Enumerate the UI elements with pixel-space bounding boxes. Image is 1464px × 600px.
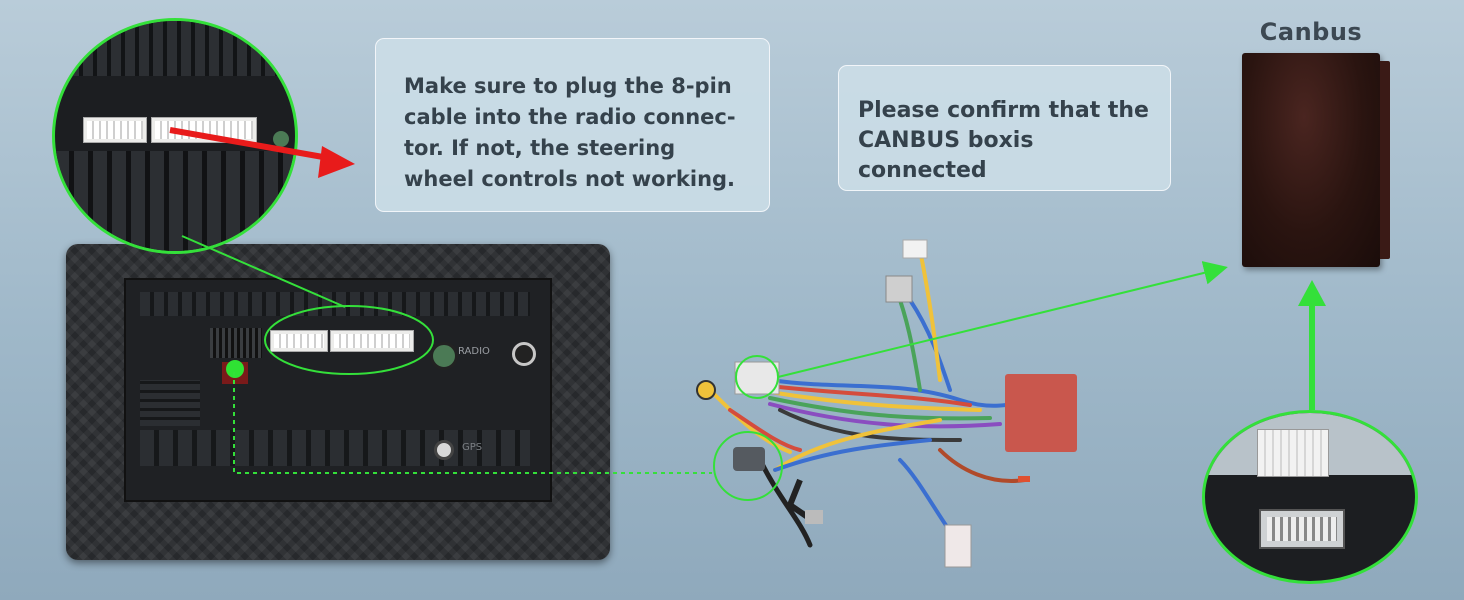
canbus-socket (1259, 509, 1345, 549)
harness-main-connector (1005, 374, 1077, 452)
canbus-connector-zoom (1202, 410, 1418, 584)
radio-main-connector (270, 330, 328, 352)
harness-canbus-connector (733, 447, 765, 471)
radio-chassis (124, 278, 552, 502)
radio-connector-callout: Make sure to plug the 8-pin cable into t… (375, 38, 770, 212)
canbus-box (1242, 53, 1390, 267)
radio-label: RADIO (458, 346, 490, 357)
usb-port (512, 342, 536, 366)
radio-connector-zoom (52, 18, 298, 254)
harness-8pin-connector (734, 361, 780, 395)
harness-canbus-highlight (713, 431, 783, 501)
zoom-main-connector (83, 117, 147, 143)
canbus-port-marker (226, 360, 244, 378)
canbus-title: Canbus (1259, 18, 1363, 46)
canbus-port (210, 328, 262, 358)
zoom-antenna-port (273, 131, 289, 147)
gps-port (434, 440, 454, 460)
canbus-callout: Please confirm that the CANBUS boxis con… (838, 65, 1171, 191)
canbus-plug (1257, 429, 1329, 477)
red-arrow (169, 127, 341, 163)
radio-8pin-connector (330, 330, 414, 352)
radio-antenna-port (430, 342, 458, 370)
radio-connector-highlight (264, 305, 434, 375)
harness-to-canbus-arrow (777, 261, 1228, 378)
canbus-dashed-line (233, 372, 712, 474)
gps-label: GPS (462, 442, 483, 453)
